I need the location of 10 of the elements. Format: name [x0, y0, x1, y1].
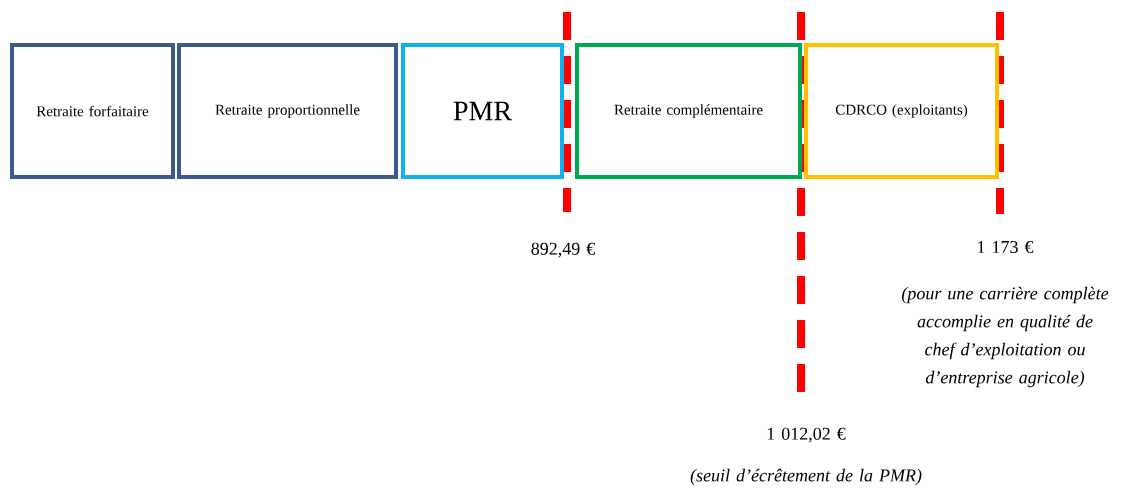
value-label: 1 173 €: [978, 240, 1034, 254]
text-box: CDRCO (exploitants): [804, 43, 999, 179]
value-label: 892,49 €: [531, 242, 595, 258]
value-label: 1 012,02 €: [767, 427, 846, 443]
text-box: Retraite proportionnelle: [177, 43, 398, 179]
text-box: Retraite complémentaire: [575, 43, 802, 179]
value-label: (pour une carrière complète accomplie en qualité de chef d’exploitation ou d’entreprise agricole): [902, 286, 1109, 388]
value-label: (seuil d’écrêtement de la PMR): [690, 468, 922, 486]
text-box: Retraite forfaitaire: [10, 43, 175, 179]
text-box: PMR: [401, 43, 564, 179]
